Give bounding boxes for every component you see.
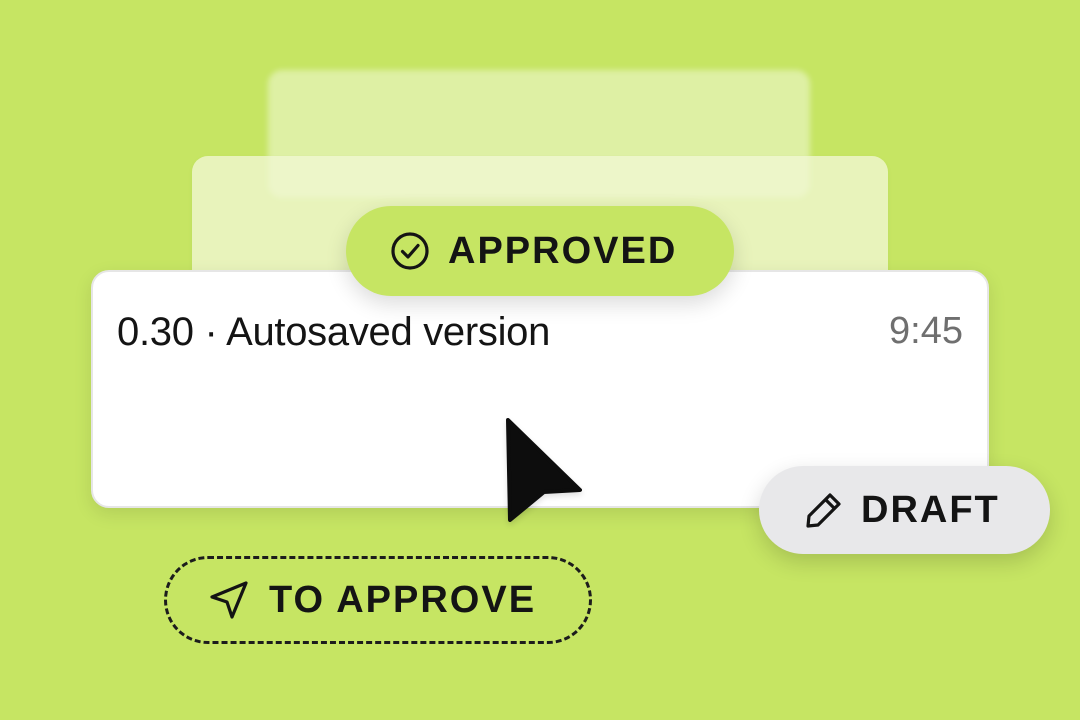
approved-label: APPROVED <box>448 229 678 272</box>
approved-status-badge[interactable]: APPROVED <box>346 206 734 296</box>
check-circle-icon <box>390 231 430 271</box>
version-time: 9:45 <box>889 310 963 352</box>
draft-status-badge[interactable]: DRAFT <box>759 466 1050 554</box>
draft-label: DRAFT <box>861 488 1000 531</box>
pencil-icon <box>803 489 845 531</box>
to-approve-label: TO APPROVE <box>269 578 537 621</box>
send-icon <box>207 578 251 622</box>
version-title: 0.30 · Autosaved version <box>117 310 551 354</box>
to-approve-status-badge[interactable]: TO APPROVE <box>164 556 592 644</box>
arrow-cursor-icon <box>506 418 582 522</box>
